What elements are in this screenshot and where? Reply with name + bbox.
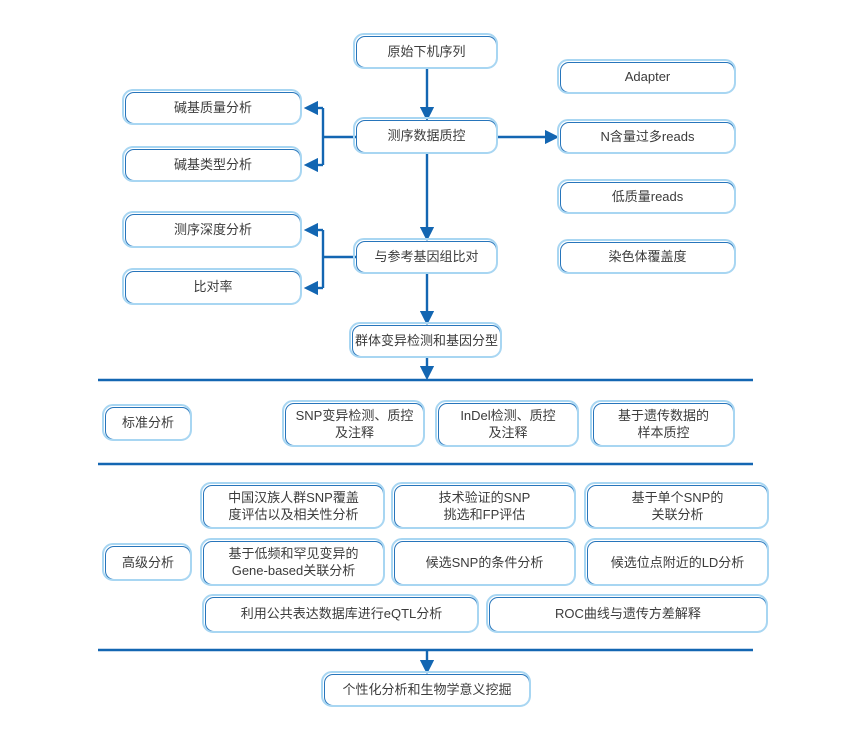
node-indel-detection: InDel检测、质控 及注释: [435, 400, 579, 447]
node-ld-analysis: 候选位点附近的LD分析: [584, 538, 769, 586]
node-sequencing-data-qc: 测序数据质控: [353, 117, 498, 154]
node-roc-curve: ROC曲线与遗传方差解释: [486, 594, 768, 633]
node-chromosome-coverage: 染色体覆盖度: [557, 239, 736, 274]
node-sequencing-depth-analysis: 测序深度分析: [122, 211, 302, 248]
node-base-quality-analysis: 碱基质量分析: [122, 89, 302, 125]
node-low-quality-reads: 低质量reads: [557, 179, 736, 214]
node-genetic-sample-qc: 基于遗传数据的 样本质控: [590, 400, 735, 447]
node-tech-validated-snp: 技术验证的SNP 挑选和FP评估: [391, 482, 576, 529]
node-single-snp-association: 基于单个SNP的 关联分析: [584, 482, 769, 529]
node-excess-n-reads: N含量过多reads: [557, 119, 736, 154]
node-mapping-rate: 比对率: [122, 268, 302, 305]
node-raw-sequence: 原始下机序列: [353, 33, 498, 69]
node-gene-based-association: 基于低频和罕见变异的 Gene-based关联分析: [200, 538, 385, 586]
node-align-to-reference: 与参考基因组比对: [353, 238, 498, 274]
node-candidate-snp-conditional: 候选SNP的条件分析: [391, 538, 576, 586]
node-eqtl-analysis: 利用公共表达数据库进行eQTL分析: [202, 594, 479, 633]
node-advanced-analysis-label: 高级分析: [102, 543, 192, 581]
node-base-type-analysis: 碱基类型分析: [122, 146, 302, 182]
node-han-snp-coverage: 中国汉族人群SNP覆盖 度评估以及相关性分析: [200, 482, 385, 529]
node-population-variant-genotyping: 群体变异检测和基因分型: [349, 322, 502, 358]
node-standard-analysis-label: 标准分析: [102, 404, 192, 441]
node-personalized-analysis: 个性化分析和生物学意义挖掘: [321, 671, 531, 707]
node-snp-detection: SNP变异检测、质控 及注释: [282, 400, 425, 447]
node-adapter: Adapter: [557, 59, 736, 94]
